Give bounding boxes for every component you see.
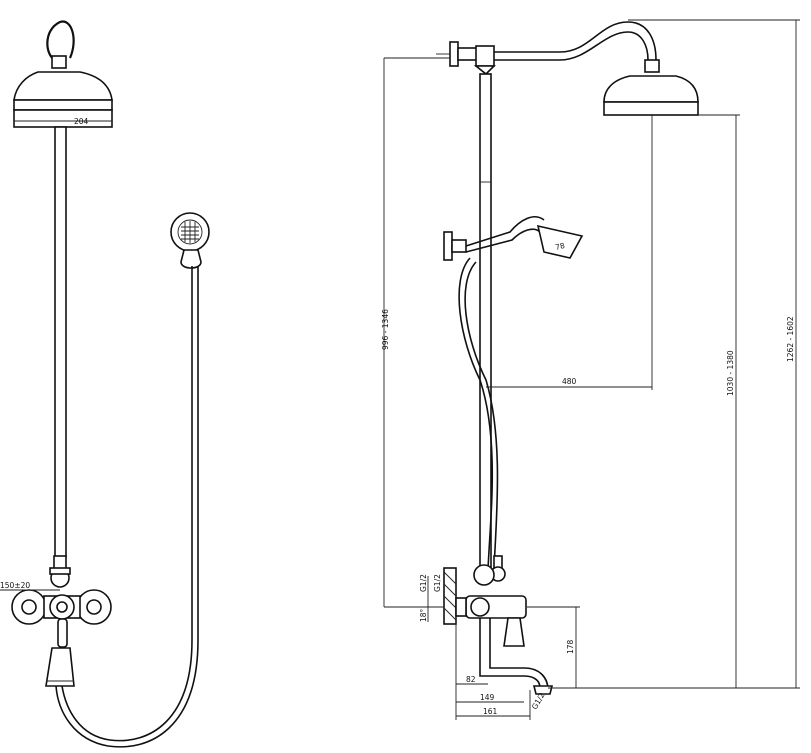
dim-pipe-angle: G1/2 bbox=[433, 574, 442, 592]
dim-spout-length-b: 161 bbox=[483, 707, 498, 716]
dim-handheld-head: 78 bbox=[554, 241, 566, 252]
dim-head-diameter: 204 bbox=[74, 117, 89, 126]
dim-height-total: 1262 - 1602 bbox=[786, 316, 795, 362]
shower-hose-side-outer bbox=[464, 261, 499, 571]
handheld-holder bbox=[180, 249, 202, 269]
top-bracket-arm bbox=[457, 47, 479, 61]
dim-valve-spacing: 150±20 bbox=[0, 581, 30, 590]
shower-hose-front bbox=[61, 266, 193, 742]
side-handle-wheel bbox=[473, 564, 495, 586]
front-view: 204 150±20 bbox=[0, 20, 210, 748]
wall-hatch bbox=[443, 571, 457, 621]
bath-spout-front bbox=[45, 647, 75, 687]
right-handle-hub bbox=[86, 599, 102, 615]
riser-pipe-side bbox=[479, 73, 492, 570]
holder-wall-flange bbox=[443, 231, 453, 261]
handheld-body-upper bbox=[465, 216, 545, 247]
dim-spout-length-a: 149 bbox=[480, 693, 495, 702]
lever-handle bbox=[57, 618, 68, 648]
dim-angle: 18° bbox=[419, 608, 428, 622]
side-view: 78 480 996 - 1346 1030 - 1380 bbox=[381, 19, 800, 720]
shower-arm-inner bbox=[494, 31, 649, 61]
tee-bottom bbox=[473, 65, 496, 76]
mixer-side-cap bbox=[470, 597, 490, 617]
dim-arm-reach: 480 bbox=[562, 377, 577, 386]
rain-head-face bbox=[13, 109, 113, 128]
holder-arm bbox=[451, 239, 467, 253]
dim-pipe-size: G1/2 bbox=[419, 574, 428, 592]
handheld-head-side bbox=[536, 224, 584, 259]
diverter-collar bbox=[49, 567, 71, 575]
rain-shower-head-side bbox=[603, 75, 699, 103]
head-hanger-hook bbox=[46, 20, 75, 61]
dim-spout-height: 178 bbox=[566, 639, 575, 654]
head-connector bbox=[51, 55, 67, 69]
wall-section bbox=[443, 567, 457, 625]
rain-head-side-rim bbox=[603, 101, 699, 116]
dim-height-left: 996 - 1346 bbox=[381, 309, 390, 350]
dim-wall-offset: 82 bbox=[466, 675, 476, 684]
riser-pipe-front bbox=[54, 126, 67, 558]
handheld-nozzle-grid bbox=[181, 221, 199, 243]
dim-height-middle: 1030 - 1380 bbox=[726, 350, 735, 396]
wall-connector bbox=[455, 597, 467, 617]
head-swivel bbox=[644, 59, 660, 73]
shower-hose-side bbox=[458, 257, 494, 571]
spout-outlet bbox=[532, 685, 554, 695]
shower-arm-outer bbox=[494, 21, 657, 61]
left-handle-hub bbox=[21, 599, 37, 615]
top-wall-flange bbox=[449, 41, 459, 67]
mixer-center-dot bbox=[56, 601, 68, 613]
handheld-face bbox=[177, 219, 203, 245]
top-tee-joint bbox=[475, 45, 495, 67]
rain-head-rim bbox=[13, 99, 113, 111]
shower-hose-front-outer bbox=[55, 266, 199, 748]
rain-shower-head-front bbox=[13, 71, 113, 101]
handheld-body-lower bbox=[465, 228, 541, 253]
lever-side bbox=[503, 617, 525, 647]
